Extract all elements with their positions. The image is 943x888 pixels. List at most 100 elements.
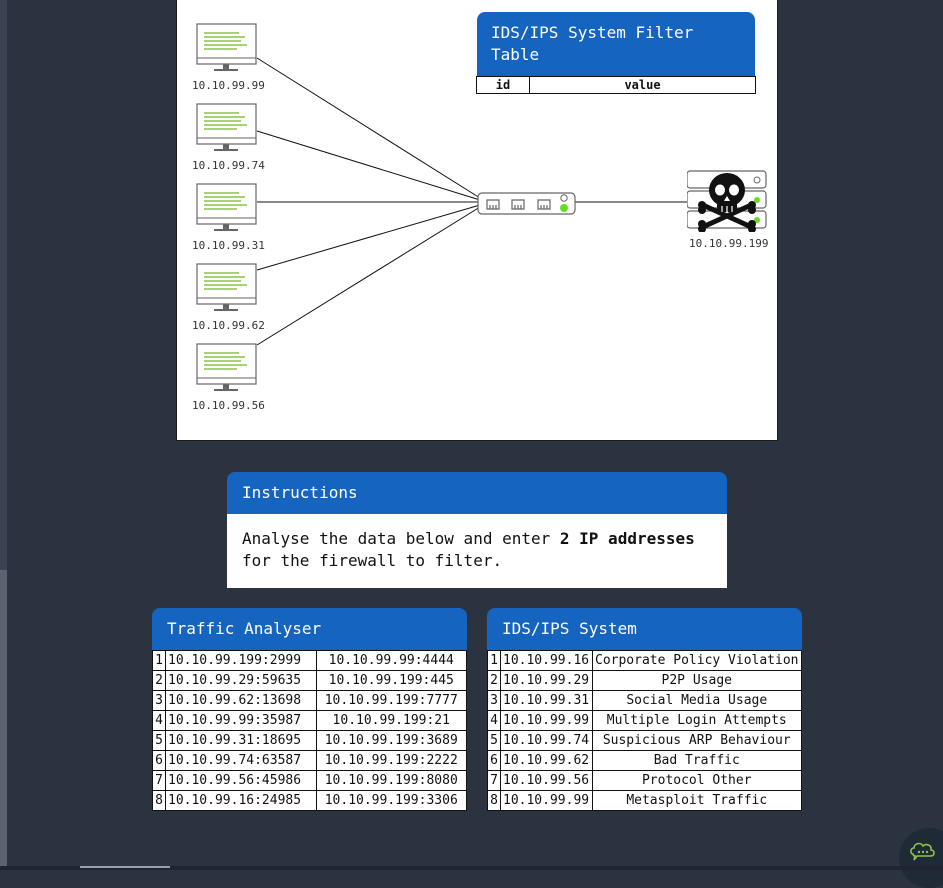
- row-number: 8: [152, 790, 166, 811]
- row-number: 4: [487, 710, 501, 731]
- chat-button[interactable]: [899, 828, 943, 888]
- instructions-text-after: for the firewall to filter.: [242, 551, 503, 570]
- host-ip-label: 10.10.99.74: [192, 159, 265, 172]
- bottom-bar: [0, 866, 943, 870]
- skull-crossbones-icon: [686, 170, 767, 233]
- monitor-icon: [196, 103, 257, 151]
- destination-address: 10.10.99.199:7777: [315, 690, 467, 711]
- row-number: 1: [487, 650, 501, 671]
- host-ip-label: 10.10.99.62: [192, 319, 265, 332]
- instructions-body: Analyse the data below and enter 2 IP ad…: [227, 514, 727, 588]
- instructions-title: Instructions: [227, 472, 727, 514]
- host-10-10-99-99[interactable]: 10.10.99.99: [177, 6, 265, 92]
- chat-bubble-icon: [910, 842, 935, 861]
- instructions-text-before: Analyse the data below and enter: [242, 529, 560, 548]
- row-number: 7: [152, 770, 166, 791]
- host-ip-label: 10.10.99.56: [192, 399, 265, 412]
- event-type: Corporate Policy Violation: [591, 650, 803, 671]
- event-type: Multiple Login Attempts: [591, 710, 803, 731]
- event-type: P2P Usage: [591, 670, 803, 691]
- ip-address: 10.10.99.62: [500, 750, 593, 771]
- row-number: 2: [152, 670, 166, 691]
- instructions-card: Instructions Analyse the data below and …: [227, 472, 727, 588]
- ids-system-title: IDS/IPS System: [487, 608, 802, 650]
- row-number: 3: [152, 690, 166, 711]
- ip-address: 10.10.99.99: [500, 710, 593, 731]
- ip-address: 10.10.99.74: [500, 730, 593, 751]
- row-number: 7: [487, 770, 501, 791]
- monitor-icon: [196, 183, 257, 231]
- server-ip-label: 10.10.99.199: [689, 237, 769, 250]
- attacker-server[interactable]: 10.10.99.199: [686, 170, 772, 250]
- filter-table-title: IDS/IPS System Filter Table: [477, 12, 755, 76]
- left-scrollbar[interactable]: [0, 0, 7, 870]
- source-address: 10.10.99.16:24985: [165, 790, 317, 811]
- row-number: 3: [487, 690, 501, 711]
- event-type: Social Media Usage: [591, 690, 803, 711]
- ids-filter-table-card: IDS/IPS System Filter Table id value: [476, 12, 756, 94]
- ip-address: 10.10.99.31: [500, 690, 593, 711]
- host-10-10-99-56[interactable]: 10.10.99.56: [177, 326, 265, 412]
- host-10-10-99-74[interactable]: 10.10.99.74: [177, 86, 265, 172]
- source-address: 10.10.99.99:35987: [165, 710, 317, 731]
- destination-address: 10.10.99.99:4444: [315, 650, 467, 671]
- row-number: 5: [487, 730, 501, 751]
- monitor-icon: [196, 343, 257, 391]
- row-number: 6: [487, 750, 501, 771]
- event-type: Bad Traffic: [591, 750, 803, 771]
- row-number: 5: [152, 730, 166, 751]
- instructions-text-bold: 2 IP addresses: [559, 529, 695, 548]
- network-switch-icon: [477, 192, 576, 215]
- traffic-analyser-title: Traffic Analyser: [152, 608, 467, 650]
- host-10-10-99-62[interactable]: 10.10.99.62: [177, 246, 265, 332]
- monitor-icon: [196, 23, 257, 71]
- event-type: Metasploit Traffic: [591, 790, 803, 811]
- destination-address: 10.10.99.199:445: [315, 670, 467, 691]
- network-links: [256, 57, 692, 346]
- ip-address: 10.10.99.29: [500, 670, 593, 691]
- source-address: 10.10.99.31:18695: [165, 730, 317, 751]
- host-ip-label: 10.10.99.31: [192, 239, 265, 252]
- filter-table[interactable]: id value: [476, 76, 756, 94]
- network-diagram: 10.10.99.99 10.10.99.74 10.10.99: [176, 0, 778, 441]
- source-address: 10.10.99.199:2999: [165, 650, 317, 671]
- ip-address: 10.10.99.99: [500, 790, 593, 811]
- host-10-10-99-31[interactable]: 10.10.99.31: [177, 166, 265, 252]
- network-switch[interactable]: [477, 192, 577, 216]
- destination-address: 10.10.99.199:8080: [315, 770, 467, 791]
- destination-address: 10.10.99.199:3306: [315, 790, 467, 811]
- scrollbar-thumb[interactable]: [0, 570, 7, 870]
- monitor-icon: [196, 263, 257, 311]
- row-number: 6: [152, 750, 166, 771]
- ip-address: 10.10.99.16: [500, 650, 593, 671]
- filter-col-id: id: [476, 76, 530, 94]
- bottom-bar-segment: [80, 866, 170, 868]
- destination-address: 10.10.99.199:21: [315, 710, 467, 731]
- destination-address: 10.10.99.199:2222: [315, 750, 467, 771]
- destination-address: 10.10.99.199:3689: [315, 730, 467, 751]
- row-number: 1: [152, 650, 166, 671]
- source-address: 10.10.99.29:59635: [165, 670, 317, 691]
- ip-address: 10.10.99.56: [500, 770, 593, 791]
- row-number: 8: [487, 790, 501, 811]
- source-address: 10.10.99.74:63587: [165, 750, 317, 771]
